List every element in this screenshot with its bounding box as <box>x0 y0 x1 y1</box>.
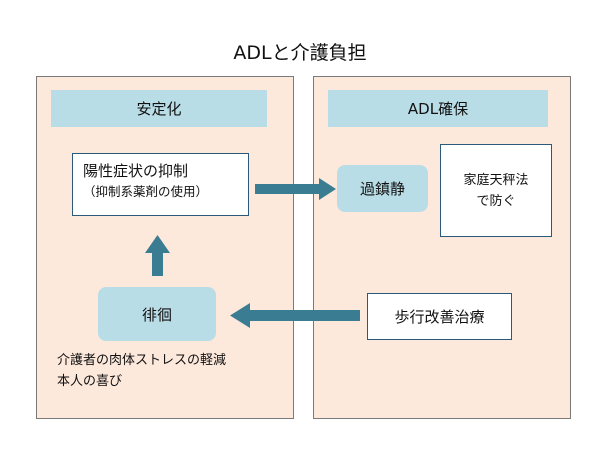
prevent-label: で防ぐ <box>476 193 516 209</box>
wandering-box: 徘徊 <box>98 287 216 341</box>
suppressant-drugs-label: （抑制系薬剤の使用） <box>83 184 209 199</box>
benefit-note-line-2: 本人の喜び <box>57 374 123 389</box>
diagram-title: ADLと介護負担 <box>233 42 367 64</box>
arrow-wandering-to-suppression-shaft <box>152 253 163 276</box>
adl-header: ADL確保 <box>328 90 548 127</box>
symptom-suppression-box: 陽性症状の抑制 （抑制系薬剤の使用） <box>72 153 249 216</box>
arrow-suppression-to-oversedation-head <box>319 178 336 200</box>
symptom-suppression-label: 陽性症状の抑制 <box>83 162 189 180</box>
balance-method-label: 家庭天秤法 <box>463 172 529 188</box>
stabilization-header: 安定化 <box>51 90 267 127</box>
gait-therapy-box: 歩行改善治療 <box>367 293 512 340</box>
arrow-gait-to-wandering-shaft <box>250 310 360 321</box>
arrow-suppression-to-oversedation-shaft <box>255 184 319 194</box>
arrow-wandering-to-suppression-head <box>145 235 170 253</box>
balance-method-box: 家庭天秤法 で防ぐ <box>440 144 552 237</box>
adl-panel <box>313 76 571 419</box>
benefit-note: 介護者の肉体ストレスの軽減 本人の喜び <box>57 350 226 392</box>
oversedation-box: 過鎮静 <box>337 165 428 212</box>
arrow-gait-to-wandering-head <box>230 303 250 328</box>
benefit-note-line-1: 介護者の肉体ストレスの軽減 <box>57 353 227 368</box>
